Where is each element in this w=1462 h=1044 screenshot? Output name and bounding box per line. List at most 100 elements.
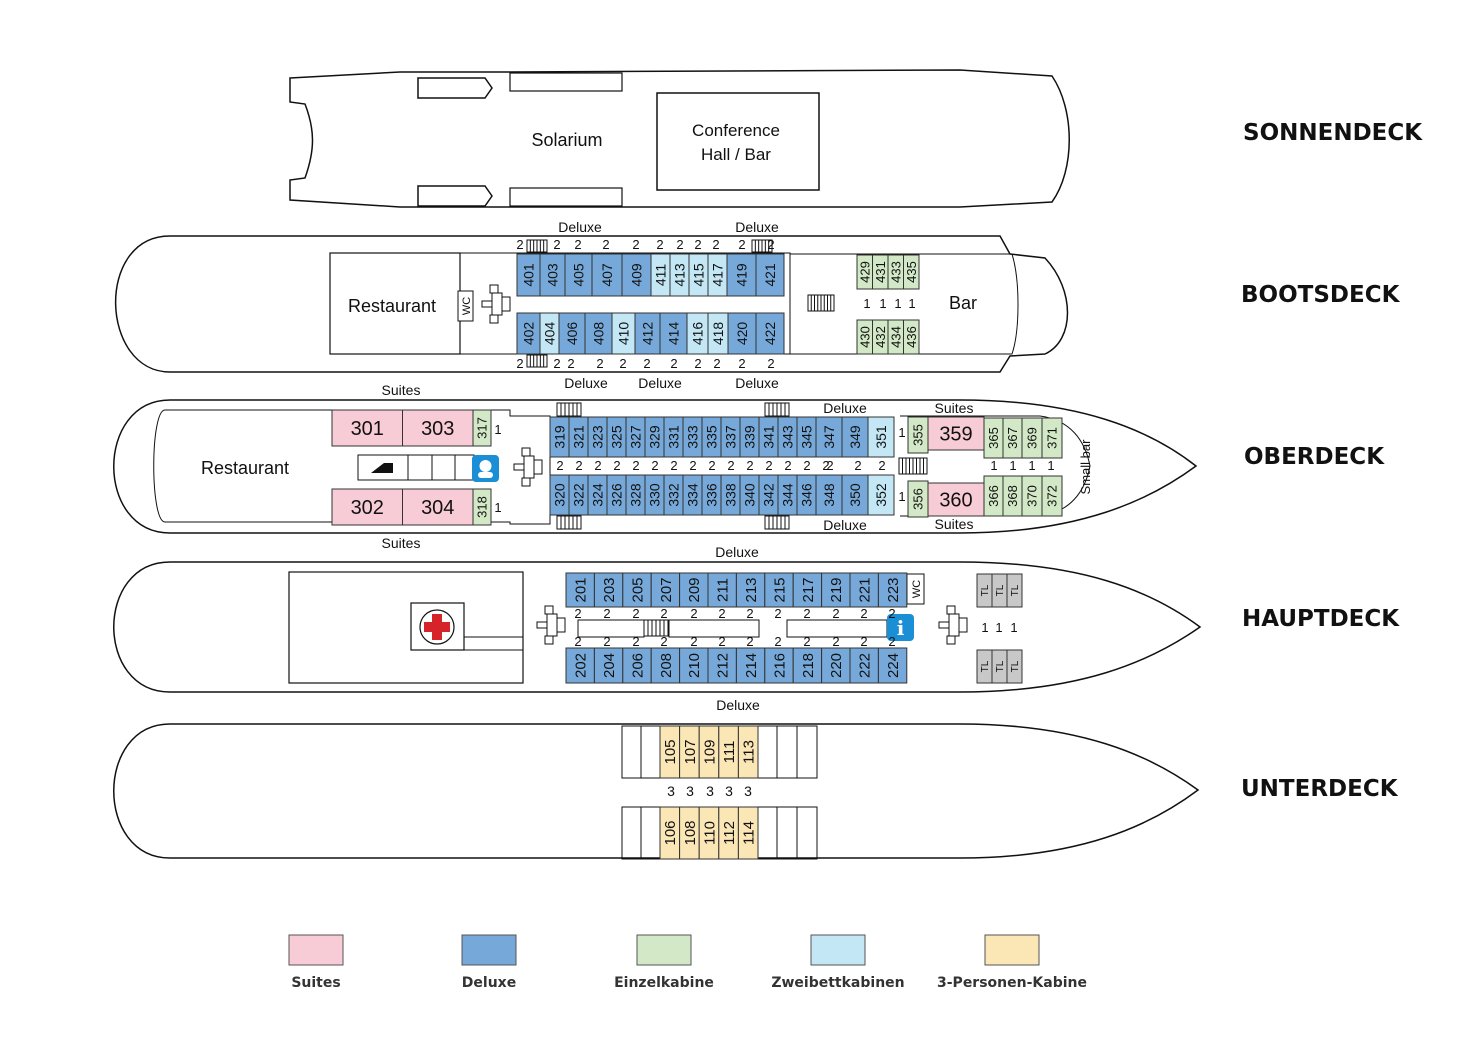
cabin-337[interactable]: 337 xyxy=(720,416,741,458)
cabin-436[interactable]: 436 xyxy=(903,319,920,355)
cabin-344[interactable]: 344 xyxy=(777,474,798,516)
cabin-404[interactable]: 404 xyxy=(539,312,560,355)
cabin-213[interactable]: 213 xyxy=(735,572,766,608)
cabin-347[interactable]: 347 xyxy=(815,416,843,458)
cabin-409[interactable]: 409 xyxy=(621,253,652,297)
cabin-402[interactable]: 402 xyxy=(516,312,541,355)
cabin-419[interactable]: 419 xyxy=(726,253,757,297)
cabin-435[interactable]: 435 xyxy=(903,254,920,290)
cabin-350[interactable]: 350 xyxy=(841,474,869,516)
cabin-207[interactable]: 207 xyxy=(650,572,681,608)
tl-cabin[interactable]: TL xyxy=(1006,573,1023,608)
cabin-325[interactable]: 325 xyxy=(606,416,627,458)
cabin-341[interactable]: 341 xyxy=(758,416,779,458)
cabin-217[interactable]: 217 xyxy=(792,572,823,608)
cabin-335[interactable]: 335 xyxy=(701,416,722,458)
cabin-329[interactable]: 329 xyxy=(644,416,665,458)
cabin-369[interactable]: 369 xyxy=(1021,417,1043,459)
cabin-327[interactable]: 327 xyxy=(625,416,646,458)
cabin-301[interactable]: 301 xyxy=(331,409,403,447)
cabin-208[interactable]: 208 xyxy=(650,647,681,684)
cabin-432[interactable]: 432 xyxy=(872,319,889,355)
cabin-107[interactable]: 107 xyxy=(679,725,700,779)
cabin-210[interactable]: 210 xyxy=(679,647,709,684)
cabin-352[interactable]: 352 xyxy=(867,474,895,516)
cabin-332[interactable]: 332 xyxy=(663,474,684,516)
cabin-367[interactable]: 367 xyxy=(1002,417,1023,459)
cabin-339[interactable]: 339 xyxy=(739,416,760,458)
cabin-403[interactable]: 403 xyxy=(539,253,566,297)
info-icon[interactable] xyxy=(887,614,914,641)
cabin-212[interactable]: 212 xyxy=(707,647,737,684)
cabin-209[interactable]: 209 xyxy=(679,572,709,608)
cabin-326[interactable]: 326 xyxy=(606,474,627,516)
medical-room[interactable] xyxy=(410,602,465,651)
cabin-224[interactable]: 224 xyxy=(877,647,908,684)
cabin-334[interactable]: 334 xyxy=(682,474,703,516)
cabin-111[interactable]: 111 xyxy=(718,725,739,779)
cabin-355[interactable]: 355 xyxy=(907,416,929,454)
cabin-331[interactable]: 331 xyxy=(663,416,684,458)
cabin-214[interactable]: 214 xyxy=(735,647,766,684)
cabin-108[interactable]: 108 xyxy=(679,806,700,860)
cabin-368[interactable]: 368 xyxy=(1002,475,1023,517)
cabin-324[interactable]: 324 xyxy=(587,474,608,516)
cabin-408[interactable]: 408 xyxy=(584,312,613,355)
cabin-211[interactable]: 211 xyxy=(707,572,737,608)
conference-hall[interactable] xyxy=(656,92,820,191)
cabin-372[interactable]: 372 xyxy=(1041,475,1063,517)
cabin-203[interactable]: 203 xyxy=(593,572,624,608)
cabin-321[interactable]: 321 xyxy=(568,416,589,458)
cabin-407[interactable]: 407 xyxy=(591,253,623,297)
cabin-430[interactable]: 430 xyxy=(856,319,873,355)
cabin-328[interactable]: 328 xyxy=(625,474,646,516)
cabin-416[interactable]: 416 xyxy=(686,312,709,355)
cabin-323[interactable]: 323 xyxy=(587,416,608,458)
cabin-429[interactable]: 429 xyxy=(856,254,873,290)
cabin-345[interactable]: 345 xyxy=(796,416,817,458)
cabin-109[interactable]: 109 xyxy=(698,725,720,779)
cabin-412[interactable]: 412 xyxy=(634,312,661,355)
cabin-336[interactable]: 336 xyxy=(701,474,722,516)
cabin-433[interactable]: 433 xyxy=(887,254,904,290)
cabin-346[interactable]: 346 xyxy=(796,474,817,516)
cabin-417[interactable]: 417 xyxy=(707,253,728,297)
cabin-371[interactable]: 371 xyxy=(1041,417,1063,459)
cabin-338[interactable]: 338 xyxy=(720,474,741,516)
cabin-413[interactable]: 413 xyxy=(669,253,690,297)
cabin-304[interactable]: 304 xyxy=(402,488,474,526)
cabin-318[interactable]: 318 xyxy=(472,488,492,526)
cabin-222[interactable]: 222 xyxy=(849,647,879,684)
cabin-351[interactable]: 351 xyxy=(867,416,895,458)
cabin-434[interactable]: 434 xyxy=(887,319,904,355)
cabin-401[interactable]: 401 xyxy=(516,253,541,297)
cabin-319[interactable]: 319 xyxy=(549,416,570,458)
tl-cabin[interactable]: TL xyxy=(976,573,993,608)
cabin-218[interactable]: 218 xyxy=(792,647,823,684)
tl-cabin[interactable]: TL xyxy=(991,573,1008,608)
cabin-215[interactable]: 215 xyxy=(764,572,794,608)
cabin-406[interactable]: 406 xyxy=(558,312,586,355)
tl-cabin[interactable]: TL xyxy=(976,649,993,684)
cabin-421[interactable]: 421 xyxy=(755,253,785,297)
cabin-204[interactable]: 204 xyxy=(593,647,624,684)
cabin-114[interactable]: 114 xyxy=(737,806,759,860)
cabin-219[interactable]: 219 xyxy=(821,572,851,608)
cabin-205[interactable]: 205 xyxy=(622,572,652,608)
cabin-422[interactable]: 422 xyxy=(755,312,785,355)
cabin-110[interactable]: 110 xyxy=(698,806,720,860)
cabin-216[interactable]: 216 xyxy=(764,647,794,684)
cabin-201[interactable]: 201 xyxy=(565,572,595,608)
cabin-106[interactable]: 106 xyxy=(659,806,681,860)
cabin-349[interactable]: 349 xyxy=(841,416,869,458)
cabin-360[interactable]: 360 xyxy=(927,482,985,517)
cabin-112[interactable]: 112 xyxy=(718,806,739,860)
cabin-202[interactable]: 202 xyxy=(565,647,595,684)
cabin-343[interactable]: 343 xyxy=(777,416,798,458)
cabin-418[interactable]: 418 xyxy=(707,312,729,355)
cabin-223[interactable]: 223 xyxy=(877,572,908,608)
cabin-221[interactable]: 221 xyxy=(849,572,879,608)
cabin-342[interactable]: 342 xyxy=(758,474,779,516)
cabin-322[interactable]: 322 xyxy=(568,474,589,516)
cabin-206[interactable]: 206 xyxy=(622,647,652,684)
